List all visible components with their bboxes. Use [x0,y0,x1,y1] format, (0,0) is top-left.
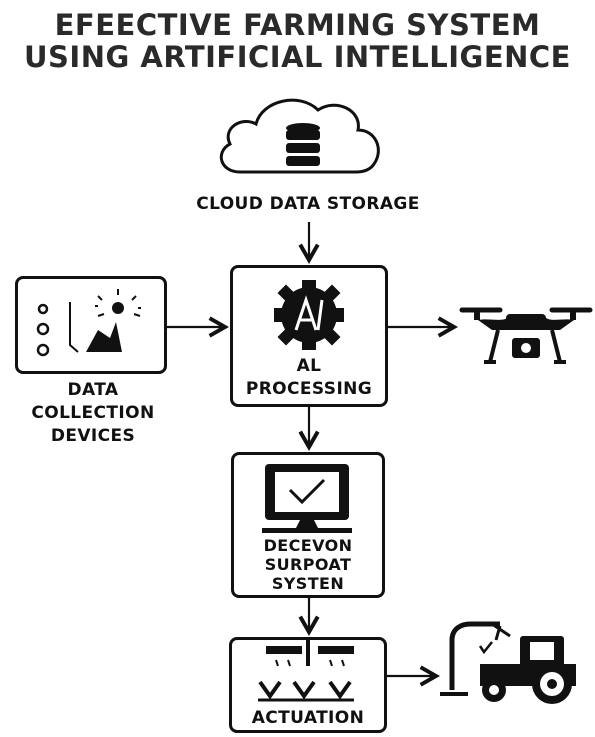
sensor-device-icon [36,289,141,357]
data-collection-label-line-1: DATA [67,380,119,400]
diagram-title-line-1: EFEECTIVE FARMING SYSTEM [54,8,541,42]
data-collection-label-line-2: COLLECTION [31,403,155,423]
sprinkler-icon [258,640,354,702]
cloud-database-icon [219,98,380,174]
drone-icon [459,307,593,364]
ai-processing-label-line-1: AL [296,356,322,376]
cloud-storage-label: CLOUD DATA STORAGE [196,194,420,214]
decision-support-label-line-1: DECEVON [263,536,353,555]
decision-support-label-line-2: SURPOAT [264,555,352,574]
ai-gear-icon [274,280,344,350]
tractor-icon [440,621,576,704]
diagram-title-line-2: USING ARTIFICIAL INTELLIGENCE [23,40,571,74]
ai-processing-label-line-2: PROCESSING [245,379,373,399]
decision-support-label-line-3: SYSTEN [271,574,345,593]
data-collection-label-line-3: DEVICES [50,426,136,446]
actuation-label: ACTUATION [251,708,365,728]
monitor-check-icon [262,464,352,533]
